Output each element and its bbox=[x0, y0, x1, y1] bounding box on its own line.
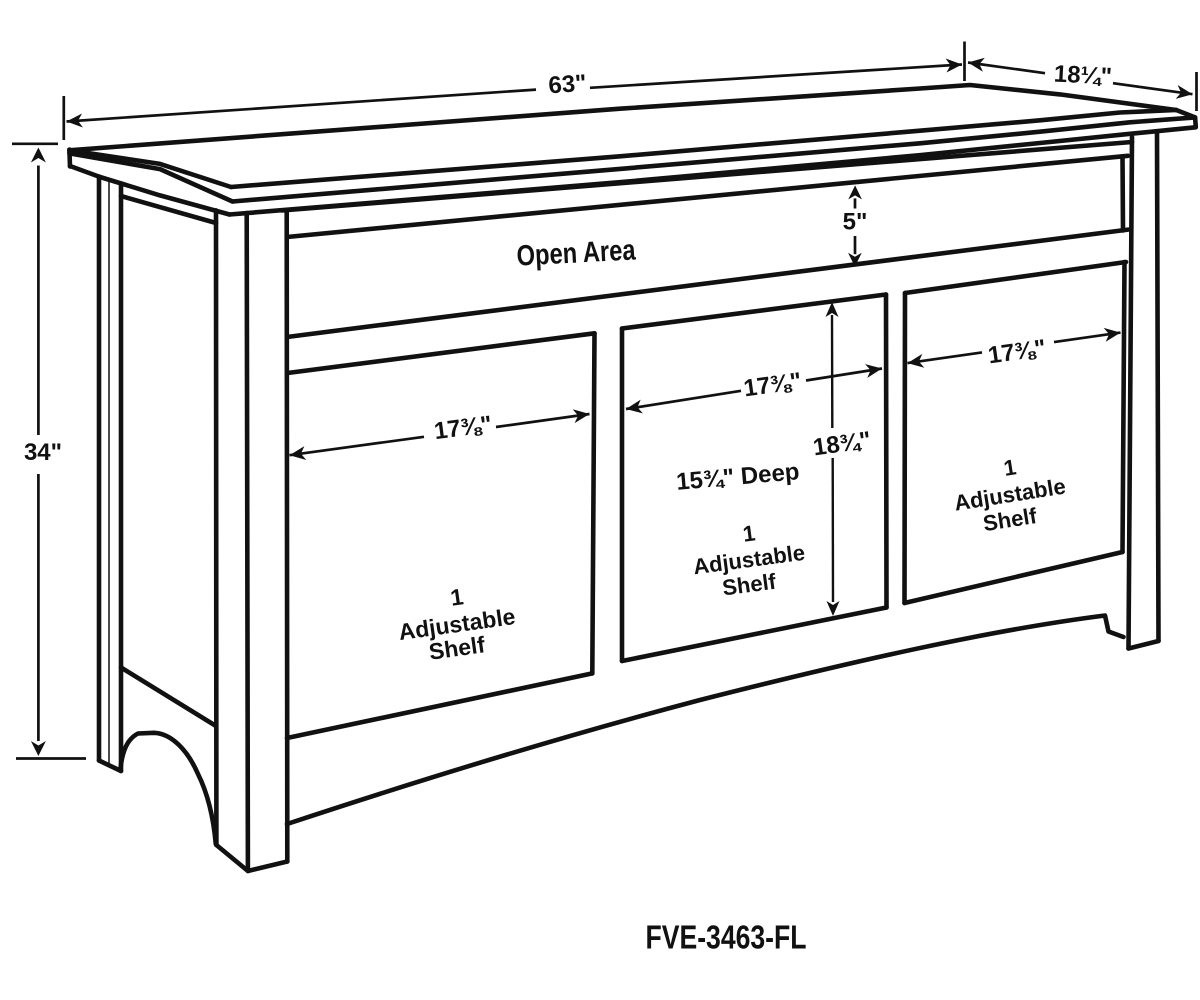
svg-text:1: 1 bbox=[741, 520, 756, 546]
svg-text:63": 63" bbox=[548, 70, 588, 100]
svg-text:1: 1 bbox=[1002, 454, 1018, 481]
svg-text:Open Area: Open Area bbox=[516, 234, 637, 272]
svg-text:FVE-3463-FL: FVE-3463-FL bbox=[646, 919, 807, 956]
svg-text:18¼": 18¼" bbox=[1053, 61, 1112, 91]
svg-text:5": 5" bbox=[843, 209, 868, 236]
svg-text:1: 1 bbox=[449, 583, 465, 611]
svg-text:34": 34" bbox=[24, 439, 62, 466]
